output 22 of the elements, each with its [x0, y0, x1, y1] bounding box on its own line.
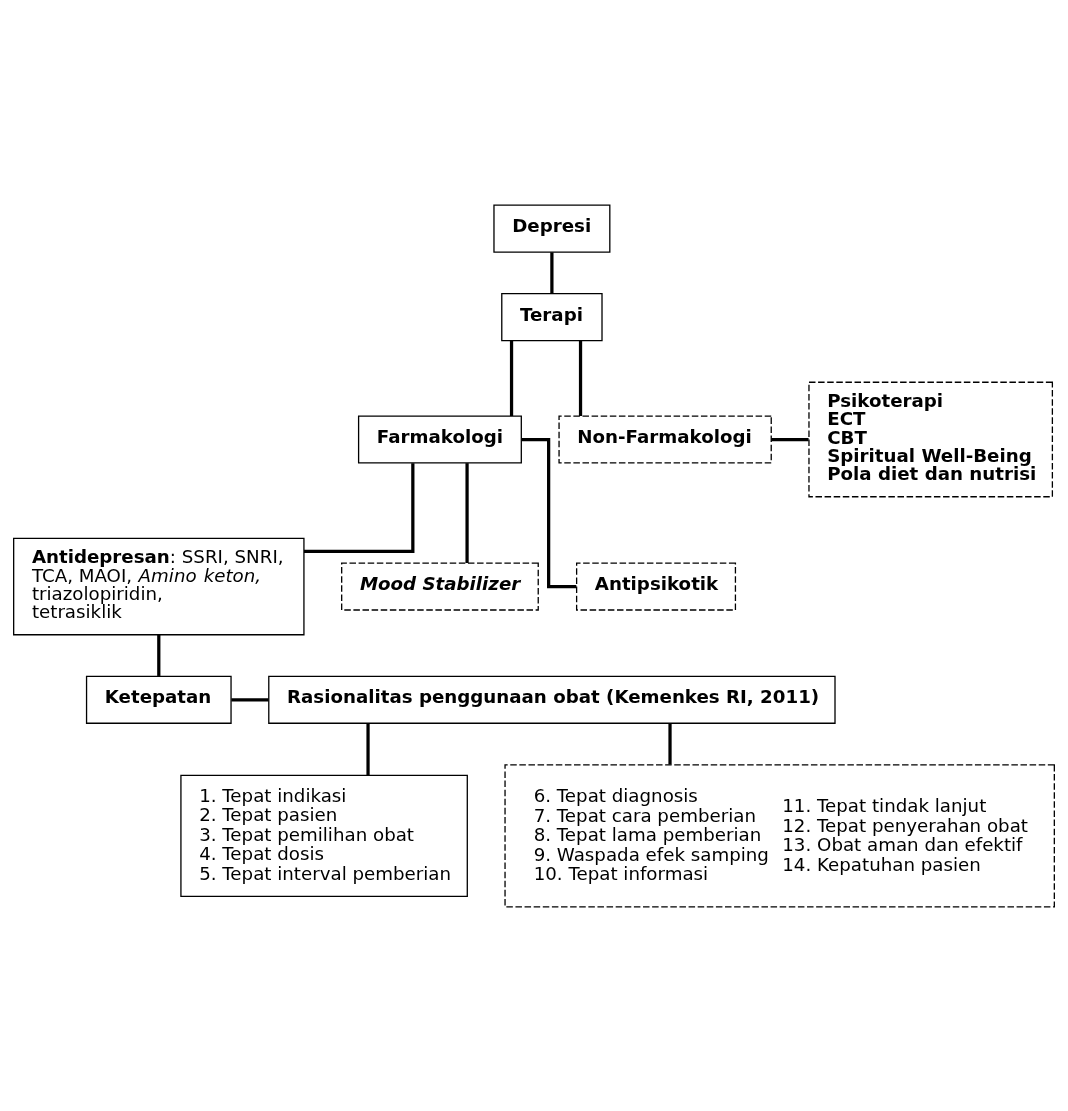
connector: [304, 462, 415, 553]
node-box: 1. Tepat indikasi 2. Tepat pasien 3. Tepat pemilihan obat 4. Tepat dosis 5. Tepat interval pemberian: [180, 774, 468, 897]
connector: [157, 634, 161, 676]
connector: [550, 251, 554, 293]
node-box: Farmakologi: [357, 414, 522, 464]
node-box: Terapi: [501, 292, 603, 341]
connector: [771, 437, 809, 441]
node-box: Psikoterapi ECT CBT Spiritual Well-Being Pola diet dan nutrisi: [808, 381, 1054, 497]
node-box: Rasionalitas penggunaan obat (Kemenkes RI, 2011): [268, 675, 836, 724]
node-box: Antidepresan: SSRI, SNRI, TCA, MAOI, Amino keton, triazolopiridin, tetrasiklik: [13, 537, 305, 635]
connector: [521, 437, 577, 588]
connector: [366, 723, 370, 775]
connector: [668, 723, 672, 764]
connector: [509, 340, 514, 416]
connector: [578, 340, 583, 416]
node-box: Mood Stabilizer: [341, 562, 539, 611]
node-box: Antipsikotik: [576, 562, 737, 611]
connector: [231, 697, 269, 701]
connector: [465, 462, 469, 563]
node-box: Ketepatan: [85, 675, 232, 724]
node-box: Depresi: [493, 204, 611, 253]
node-box: Non-Farmakologi: [558, 414, 772, 464]
